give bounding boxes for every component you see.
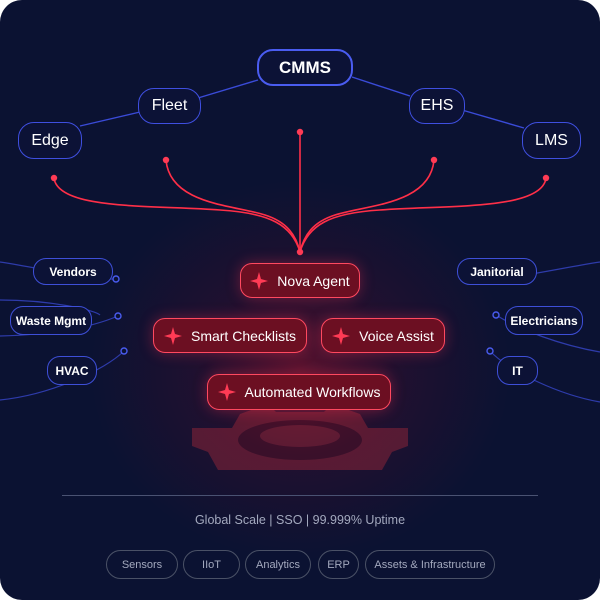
gear-icon bbox=[192, 404, 408, 470]
feature-label: Nova Agent bbox=[277, 272, 350, 289]
divider bbox=[62, 495, 538, 496]
left-endpoints bbox=[112, 275, 128, 355]
feature-automated-workflows[interactable]: Automated Workflows bbox=[207, 374, 391, 410]
node-edge[interactable]: Edge bbox=[18, 122, 82, 159]
feature-label: Smart Checklists bbox=[190, 327, 297, 344]
feature-smart-checklists[interactable]: Smart Checklists bbox=[153, 318, 307, 353]
node-waste-mgmt[interactable]: Waste Mgmt bbox=[10, 306, 92, 335]
node-it[interactable]: IT bbox=[497, 356, 538, 385]
chip-analytics[interactable]: Analytics bbox=[245, 550, 311, 579]
stats-line: Global Scale | SSO | 99.999% Uptime bbox=[194, 513, 406, 527]
agent-links bbox=[53, 132, 547, 253]
chip-iiot[interactable]: IIoT bbox=[183, 550, 240, 579]
sparkle-icon bbox=[163, 326, 182, 345]
node-fleet[interactable]: Fleet bbox=[138, 88, 201, 124]
sparkle-icon bbox=[217, 383, 236, 401]
top-node-links bbox=[79, 76, 525, 129]
feature-voice-assist[interactable]: Voice Assist bbox=[321, 318, 445, 353]
right-endpoints bbox=[480, 275, 500, 355]
node-electricians[interactable]: Electricians bbox=[505, 306, 583, 335]
node-janitorial[interactable]: Janitorial bbox=[457, 258, 537, 285]
sparkle-icon bbox=[332, 326, 351, 345]
chip-sensors[interactable]: Sensors bbox=[106, 550, 178, 579]
chip-assets-infrastructure[interactable]: Assets & Infrastructure bbox=[365, 550, 495, 579]
node-cmms[interactable]: CMMS bbox=[257, 49, 353, 86]
chip-erp[interactable]: ERP bbox=[318, 550, 359, 579]
sparkle-icon bbox=[250, 271, 269, 290]
feature-nova-agent[interactable]: Nova Agent bbox=[240, 263, 360, 298]
feature-label: Automated Workflows bbox=[244, 384, 381, 400]
node-hvac[interactable]: HVAC bbox=[47, 356, 97, 385]
node-ehs[interactable]: EHS bbox=[409, 88, 465, 124]
feature-label: Voice Assist bbox=[359, 327, 434, 344]
agent-link-dots bbox=[50, 128, 550, 256]
node-vendors[interactable]: Vendors bbox=[33, 258, 113, 285]
node-lms[interactable]: LMS bbox=[522, 122, 581, 159]
